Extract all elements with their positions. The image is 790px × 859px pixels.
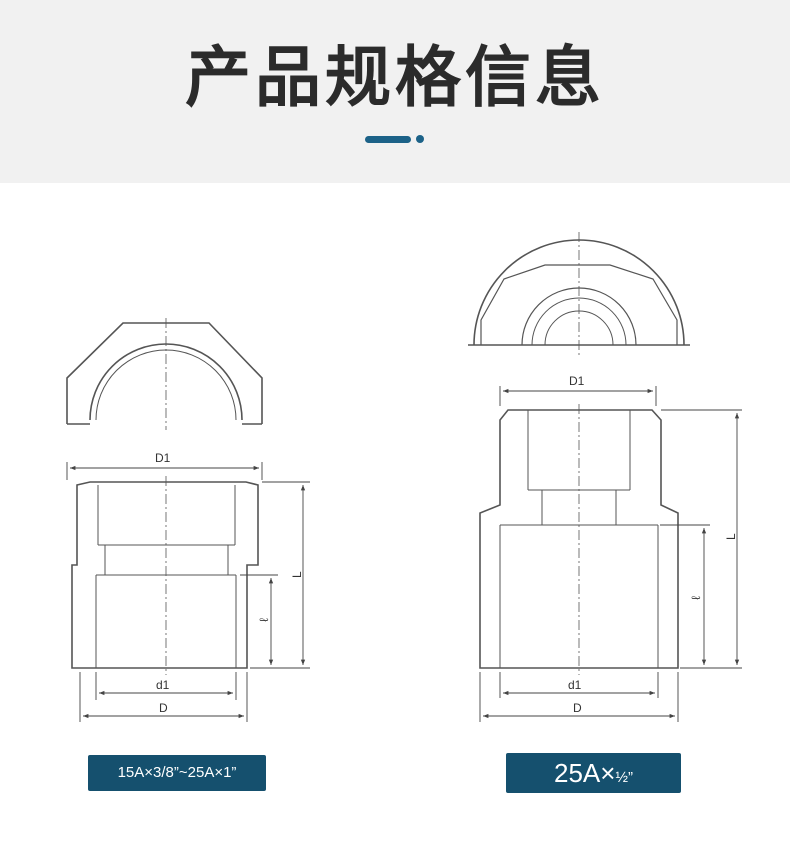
right-dimensions <box>479 386 742 722</box>
accent-bar <box>365 136 411 143</box>
right-spec-badge: 25A×½” <box>506 753 681 793</box>
right-label-outer: D <box>573 701 582 715</box>
right-label-d1-bottom: d1 <box>568 678 582 692</box>
header-section: 产品规格信息 <box>0 0 790 183</box>
right-top-view <box>468 232 690 355</box>
right-spec-fraction: ½” <box>615 769 633 786</box>
left-label-socket: ℓ <box>257 618 271 622</box>
accent-dot <box>416 135 424 143</box>
left-dimensions <box>66 462 310 722</box>
left-spec-badge: 15A×3/8”~25A×1” <box>88 755 266 791</box>
right-spec-main: 25A× <box>554 758 616 788</box>
left-top-view <box>66 318 263 430</box>
left-label-outer: D <box>159 701 168 715</box>
left-label-d1-top: D1 <box>155 451 171 465</box>
left-label-d1-bottom: d1 <box>156 678 170 692</box>
left-label-length: L <box>290 571 304 578</box>
technical-drawing: D1 L ℓ d1 D <box>66 232 742 722</box>
page-title: 产品规格信息 <box>185 39 605 116</box>
left-side-view <box>71 476 259 675</box>
right-label-socket: ℓ <box>689 596 703 600</box>
right-side-view <box>479 404 679 675</box>
right-label-d1-top: D1 <box>569 374 585 388</box>
right-label-length: L <box>724 533 738 540</box>
